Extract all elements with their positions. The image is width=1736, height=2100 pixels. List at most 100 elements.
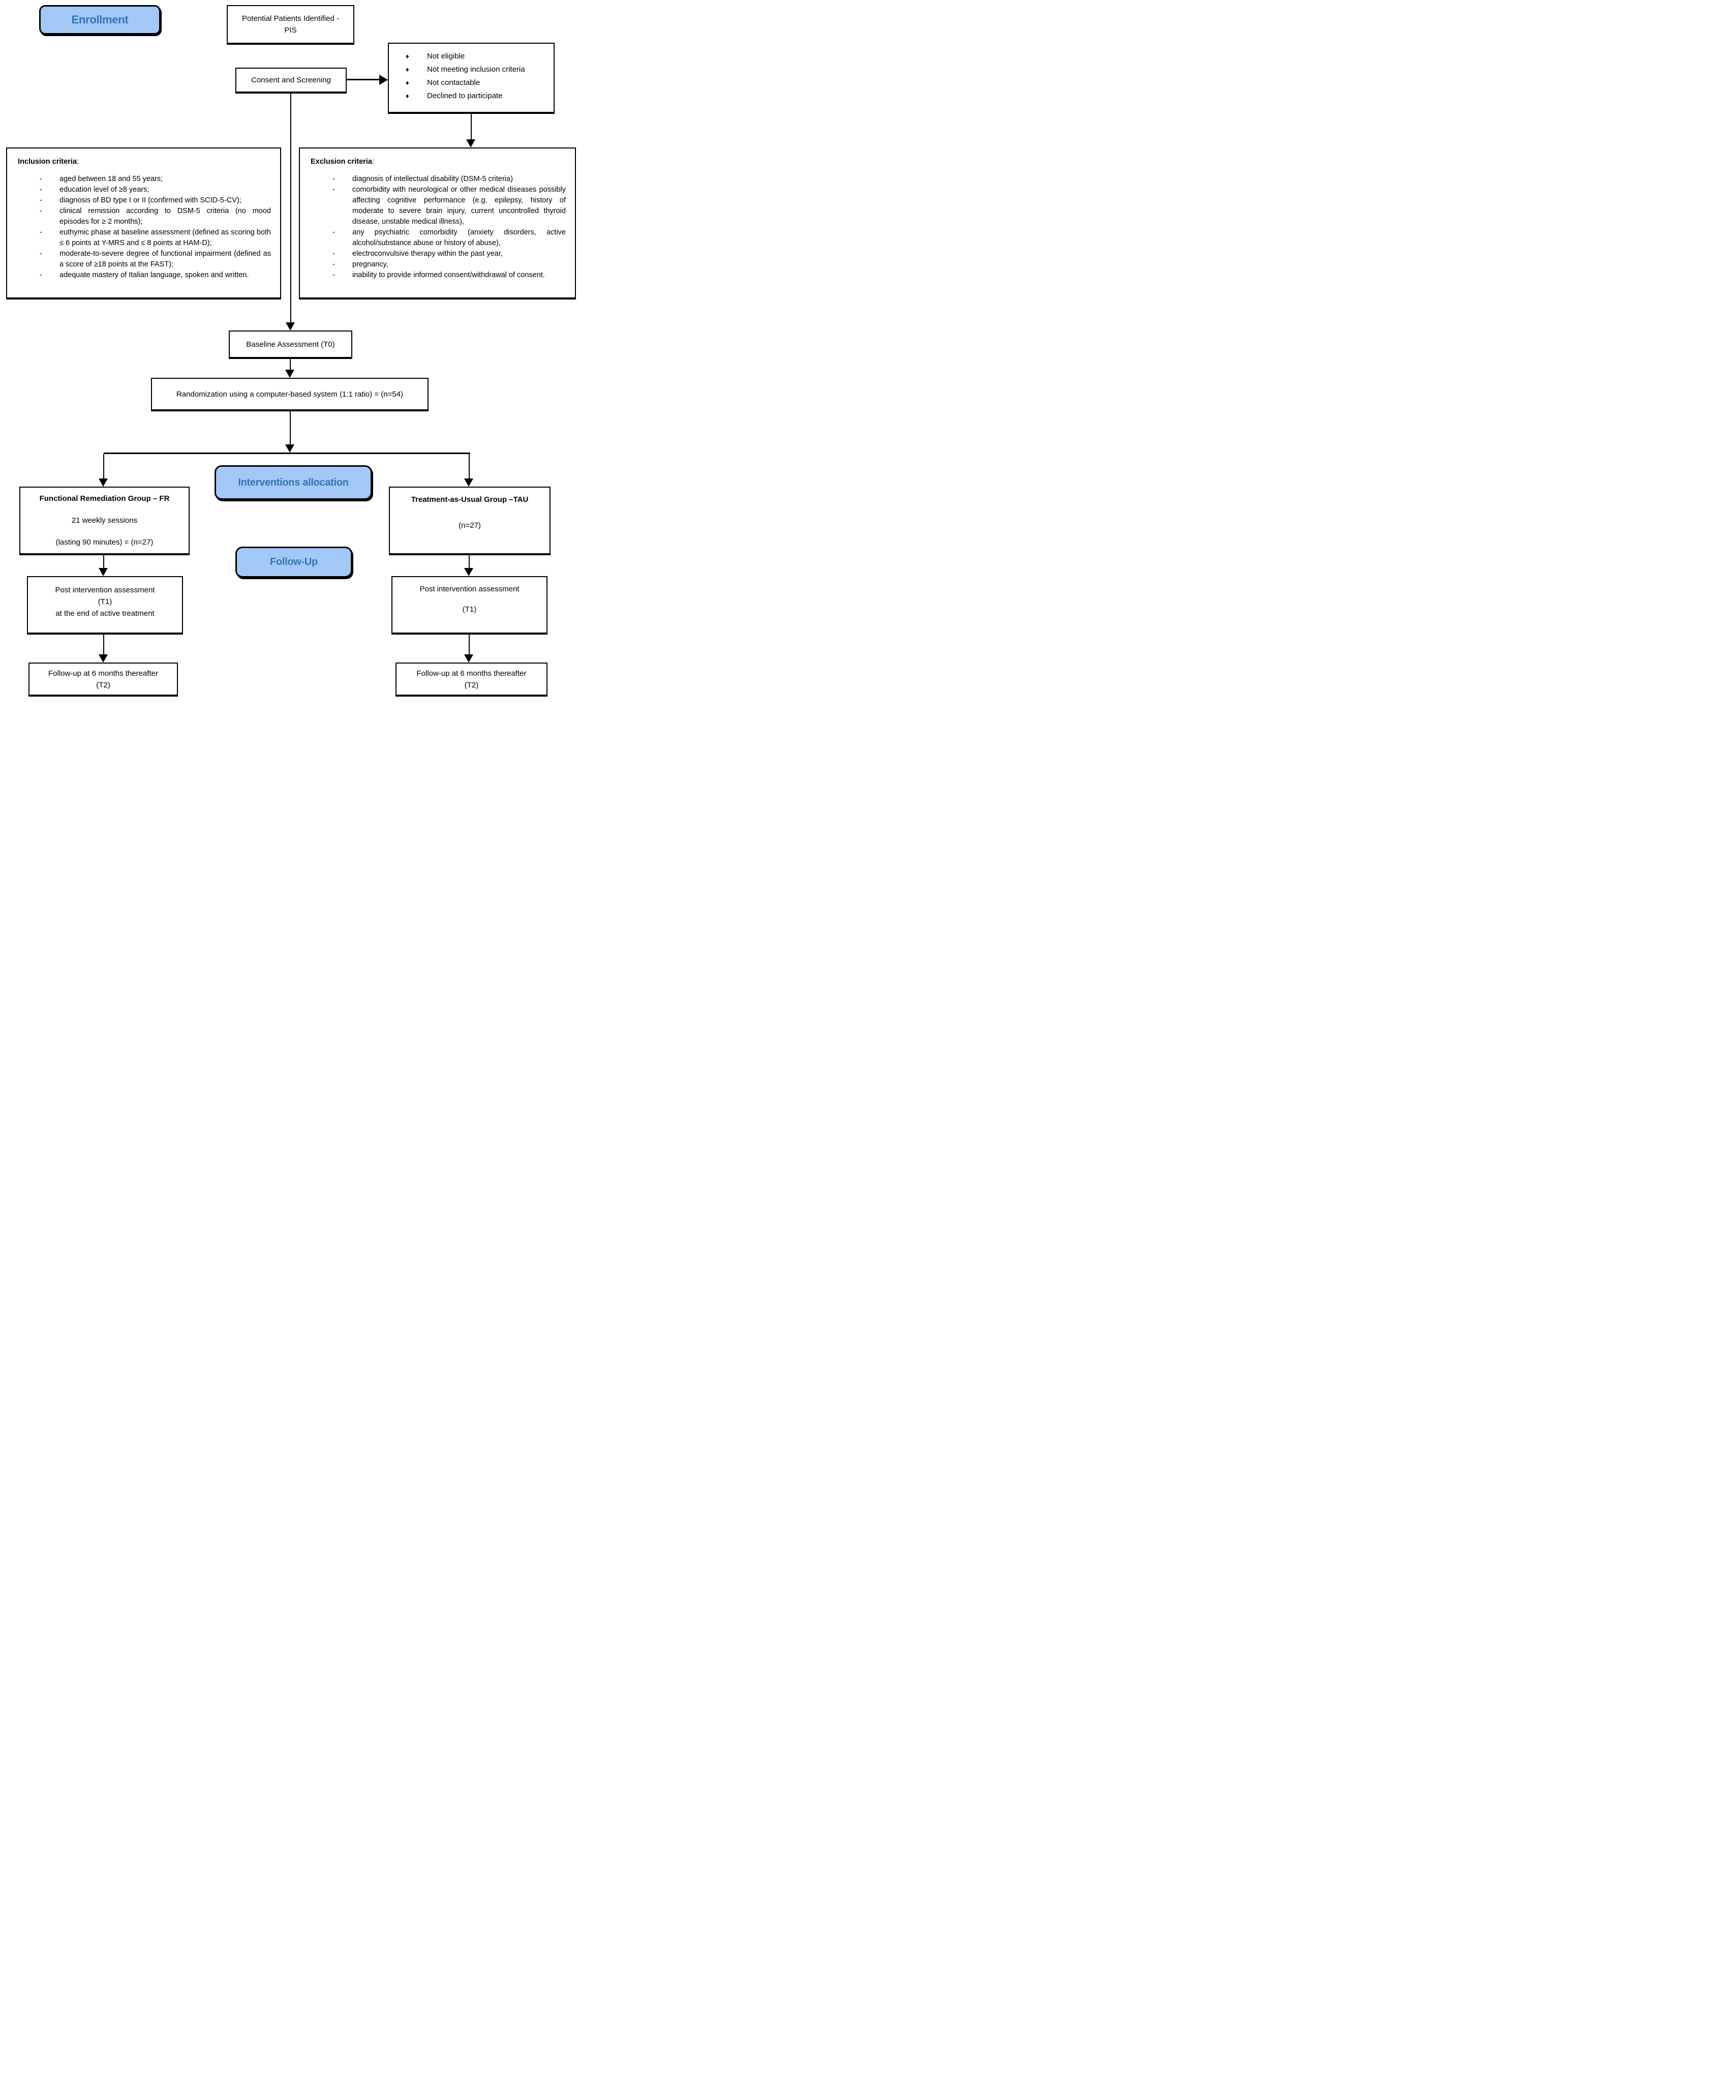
diamond-bullet-icon: ♦	[406, 66, 409, 73]
enrollment-stage-label: Enrollment	[39, 5, 161, 35]
screening-exclusion-item: ♦ Not eligible	[389, 52, 554, 61]
followup-t2-tau-box: Follow-up at 6 months thereafter (T2)	[395, 663, 547, 696]
arrow-baseline-to-randomization-line	[290, 358, 291, 370]
inclusion-criteria-item-text: clinical remission according to DSM-5 cr…	[59, 207, 271, 226]
inclusion-criteria-box: Inclusion criteria: -aged between 18 and…	[6, 147, 281, 298]
arrow-branch-to-fr-line	[103, 454, 104, 478]
screening-exclusion-item: ♦Not contactable	[389, 78, 554, 87]
inclusion-criteria-item-text: adequate mastery of Italian language, sp…	[59, 271, 249, 279]
inclusion-criteria-item-text: euthymic phase at baseline assessment (d…	[59, 228, 271, 247]
post-intervention-fr-line3: at the end of active treatment	[55, 609, 155, 618]
inclusion-criteria-item-text: diagnosis of BD type I or II (confirmed …	[59, 196, 241, 204]
arrow-screening-exclusions-to-exclusion-head	[466, 139, 475, 147]
diamond-bullet-icon: ♦	[406, 79, 409, 86]
exclusion-criteria-item: - comorbidity with neurological or other …	[311, 185, 566, 227]
followup-t2-fr-box: Follow-up at 6 months thereafter (T2)	[28, 663, 178, 696]
dash-bullet-icon: -	[40, 228, 42, 236]
followup-t2-fr-line2: (T2)	[96, 681, 110, 689]
exclusion-criteria-item: -electroconvulsive therapy within the pa…	[311, 249, 566, 259]
baseline-assessment-box: Baseline Assessment (T0)	[229, 331, 352, 358]
exclusion-criteria-item-text: pregnancy,	[352, 260, 388, 268]
arrow-branch-to-tau-head	[464, 478, 473, 487]
inclusion-title-colon: :	[77, 158, 79, 166]
inclusion-criteria-item: - diagnosis of BD type I or II (confirmed…	[18, 195, 271, 206]
inclusion-criteria-item-text: moderate-to-severe degree of functional …	[59, 250, 271, 268]
randomization-box: Randomization using a computer-based sys…	[151, 378, 429, 410]
exclusion-criteria-item-text: comorbidity with neurological or other m…	[352, 186, 566, 226]
arrow-baseline-to-randomization-head	[285, 370, 294, 378]
potential-patients-line2: PIS	[284, 26, 297, 35]
arrow-screening-exclusions-to-exclusion-line	[471, 113, 472, 139]
post-intervention-tau-box: Post intervention assessment (T1)	[391, 576, 547, 634]
arrow-t1-to-t2-fr-line	[103, 634, 104, 654]
exclusion-criteria-item-text: diagnosis of intellectual disability (DS…	[352, 175, 513, 183]
exclusion-criteria-item-text: any psychiatric comorbidity (anxiety dis…	[352, 228, 566, 247]
followup-t2-tau-line1: Follow-up at 6 months thereafter	[416, 669, 527, 678]
dash-bullet-icon: -	[332, 271, 335, 279]
screening-exclusion-box: ♦ Not eligible ♦ Not meeting inclusion crit…	[388, 43, 555, 113]
exclusion-criteria-item: - inability to provide informed consent/w…	[311, 270, 566, 281]
post-intervention-fr-box: Post intervention assessment (T1) at the…	[27, 576, 183, 634]
post-intervention-tau-line2: (T1)	[462, 605, 477, 614]
screening-exclusion-list: ♦ Not eligible ♦ Not meeting inclusion crit…	[389, 52, 554, 100]
consent-screening-label: Consent and Screening	[251, 76, 331, 84]
inclusion-criteria-item: - moderate-to-severe degree of functional…	[18, 249, 271, 270]
arrow-consent-to-baseline-head	[286, 322, 295, 331]
consort-flow-diagram: Enrollment Interventions allocation Foll…	[0, 0, 578, 700]
dash-bullet-icon: -	[40, 196, 42, 204]
arrow-t1-to-t2-fr-head	[99, 654, 108, 663]
arrow-branch-to-fr-head	[99, 478, 108, 487]
tau-group-n: (n=27)	[459, 521, 481, 530]
exclusion-criteria-item-text: inability to provide informed consent/wi…	[352, 271, 545, 279]
arrow-randomization-to-branch-head	[285, 444, 294, 453]
arrow-t1-to-t2-tau-line	[469, 634, 470, 654]
fr-group-box: Functional Remediation Group – FR 21 wee…	[19, 487, 190, 554]
inclusion-criteria-item: - adequate mastery of Italian language, s…	[18, 270, 271, 281]
inclusion-criteria-item: - euthymic phase at baseline assessment (…	[18, 227, 271, 249]
tau-group-title: Treatment-as-Usual Group –TAU	[411, 495, 529, 504]
screening-exclusion-item-text: Not eligible	[427, 52, 465, 61]
inclusion-criteria-list: -aged between 18 and 55 years;-education…	[18, 174, 271, 281]
dash-bullet-icon: -	[40, 271, 42, 279]
dash-bullet-icon: -	[40, 186, 42, 194]
fr-group-sessions: 21 weekly sessions	[71, 516, 138, 525]
inclusion-criteria-item: -aged between 18 and 55 years;	[18, 174, 271, 185]
inclusion-criteria-item: - education level of ≥8 years;	[18, 185, 271, 195]
interventions-allocation-stage-label: Interventions allocation	[215, 465, 372, 500]
inclusion-criteria-item-text: education level of ≥8 years;	[59, 186, 149, 194]
post-intervention-tau-line1: Post intervention assessment	[419, 585, 520, 593]
tau-group-box: Treatment-as-Usual Group –TAU (n=27)	[389, 487, 551, 554]
arrow-randomization-to-branch-line	[290, 410, 291, 444]
arrow-consent-to-baseline-line	[290, 93, 291, 322]
dash-bullet-icon: -	[332, 186, 335, 194]
arrow-tau-to-t1-head	[464, 568, 473, 576]
followup-t2-fr-line1: Follow-up at 6 months thereafter	[48, 669, 158, 678]
dash-bullet-icon: -	[40, 250, 42, 258]
arrow-fr-to-t1-line	[103, 554, 104, 568]
post-intervention-fr-line2: (T1)	[98, 597, 112, 606]
inclusion-criteria-item-text: aged between 18 and 55 years;	[59, 175, 163, 183]
inclusion-title-text: Inclusion criteria	[18, 158, 77, 166]
follow-up-stage-label: Follow-Up	[235, 547, 352, 578]
dash-bullet-icon: -	[332, 228, 335, 236]
dash-bullet-icon: -	[332, 260, 335, 268]
screening-exclusion-item-text: Not meeting inclusion criteria	[427, 65, 525, 74]
exclusion-criteria-item: - pregnancy,	[311, 259, 566, 270]
diamond-bullet-icon: ♦	[406, 92, 409, 100]
arrow-consent-to-screening-exclusions-head	[379, 75, 388, 85]
diamond-bullet-icon: ♦	[406, 52, 409, 60]
potential-patients-line1: Potential Patients Identified -	[242, 14, 339, 23]
exclusion-title-colon: :	[372, 158, 374, 166]
randomization-label: Randomization using a computer-based sys…	[176, 389, 404, 399]
allocation-branch-line	[104, 453, 470, 454]
exclusion-criteria-item: -diagnosis of intellectual disability (D…	[311, 174, 566, 185]
exclusion-criteria-list: - diagnosis of intellectual disability (D…	[311, 174, 566, 281]
arrow-fr-to-t1-head	[99, 568, 108, 576]
screening-exclusion-item-text: Declined to participate	[427, 92, 503, 100]
potential-patients-box: Potential Patients Identified - PIS	[227, 5, 354, 44]
screening-exclusion-item: ♦ Declined to participate	[389, 92, 554, 100]
fr-group-title: Functional Remediation Group – FR	[39, 494, 170, 503]
inclusion-criteria-item: -clinical remission according to DSM-5 c…	[18, 206, 271, 227]
exclusion-criteria-item: - any psychiatric comorbidity (anxiety di…	[311, 227, 566, 249]
screening-exclusion-item: ♦ Not meeting inclusion criteria	[389, 65, 554, 74]
